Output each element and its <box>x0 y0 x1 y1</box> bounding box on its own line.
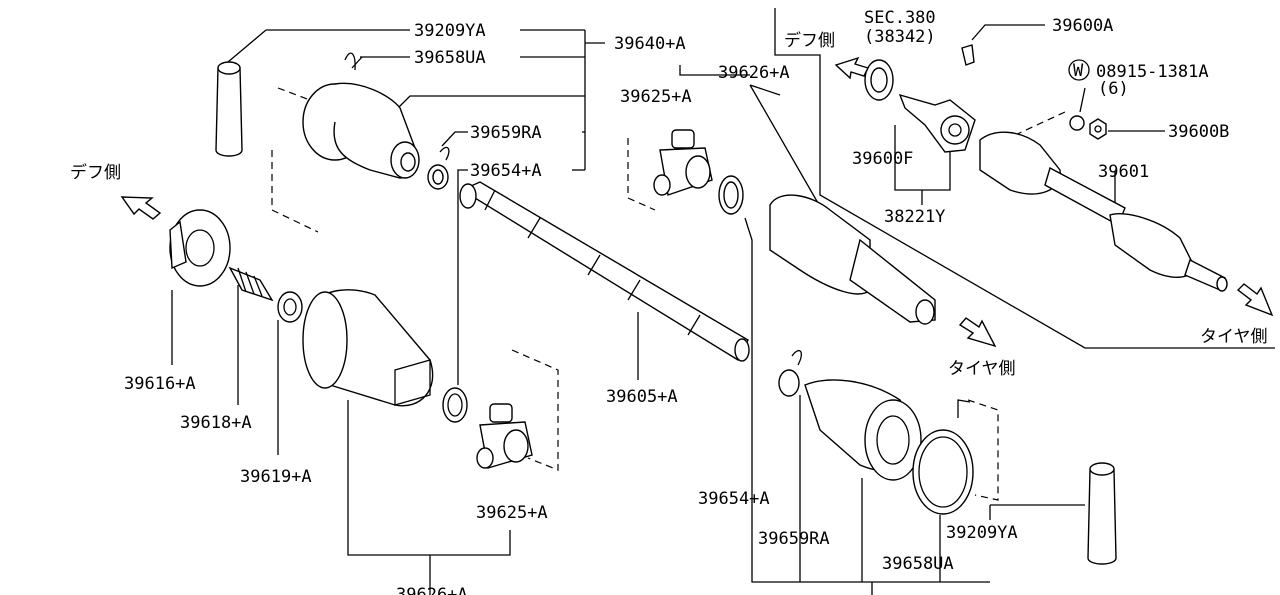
label-39616a: 39616+A <box>124 374 196 394</box>
outer-housing-top <box>769 194 936 325</box>
label-39654a-top: 39654+A <box>470 161 542 181</box>
label-39605a: 39605+A <box>606 387 678 407</box>
label-sec380: SEC.380 <box>864 8 936 28</box>
label-39209ya-top: 39209YA <box>414 21 486 41</box>
label-38342: (38342) <box>864 27 936 47</box>
flange-assembly <box>898 44 976 153</box>
snap-ring-left-bottom <box>442 387 468 423</box>
arrow-tire-mid <box>958 317 997 348</box>
washer-and-nut <box>1069 115 1107 140</box>
label-38221y: 38221Y <box>884 207 945 227</box>
label-39600f: 39600F <box>852 149 913 169</box>
label-39654a-bottom: 39654+A <box>698 489 770 509</box>
label-39625a-bottom: 39625+A <box>476 503 548 523</box>
boot-band-cap-top-left <box>215 61 243 157</box>
label-tire-side-right: タイヤ側 <box>1200 327 1268 347</box>
label-39618a: 39618+A <box>180 413 252 433</box>
outer-boot-top <box>302 52 420 179</box>
label-39600b: 39600B <box>1168 122 1229 142</box>
part-labels: 39209YA 39640+A 39658UA 39659RA 39654+A … <box>70 8 1268 595</box>
label-39626a-top: 39626+A <box>718 63 790 83</box>
label-39659ra-bottom: 39659RA <box>758 529 830 549</box>
band-ring-top <box>427 146 450 190</box>
snap-ring-top <box>718 175 744 215</box>
dust-cover <box>169 209 231 287</box>
label-tire-side-mid: タイヤ側 <box>948 359 1016 379</box>
boot-band-cap-bottom-right <box>1087 462 1117 565</box>
arrow-tire-right <box>1236 283 1274 317</box>
boot-band-bottom-ring <box>912 399 974 515</box>
label-washer-symbol: W <box>1073 61 1084 81</box>
spider-top <box>653 129 713 196</box>
label-39640a: 39640+A <box>614 34 686 54</box>
label-39658ua-bottom: 39658UA <box>882 554 954 574</box>
label-39600a: 39600A <box>1052 16 1113 36</box>
plug <box>277 291 303 323</box>
dashed-guides <box>271 87 1066 501</box>
leader-lines <box>171 8 1275 595</box>
label-39626a-bottom: 39626+A <box>396 585 468 595</box>
label-39625a-top: 39625+A <box>620 87 692 107</box>
outer-boot-bottom <box>778 349 922 481</box>
spider-bottom <box>476 403 533 469</box>
label-diff-side-right: デフ側 <box>784 30 835 51</box>
drive-shaft <box>459 181 750 362</box>
label-39659ra-top: 39659RA <box>470 123 542 143</box>
label-diff-side-left: デフ側 <box>70 162 121 183</box>
label-39601: 39601 <box>1098 162 1149 182</box>
label-washer-qty: (6) <box>1098 79 1129 99</box>
inner-housing <box>302 289 434 407</box>
arrow-diff-right <box>834 56 869 80</box>
label-39209ya-bottom: 39209YA <box>946 523 1018 543</box>
bearing-sec380 <box>864 59 894 101</box>
label-39658ua-top: 39658UA <box>414 48 486 68</box>
arrow-diff-left <box>120 196 162 220</box>
spring <box>228 266 274 302</box>
shaft-assembly-right <box>979 131 1228 292</box>
washer-symbol-circle <box>1068 59 1090 81</box>
label-08915-1381a: 08915-1381A <box>1096 62 1209 82</box>
label-39619a: 39619+A <box>240 467 312 487</box>
